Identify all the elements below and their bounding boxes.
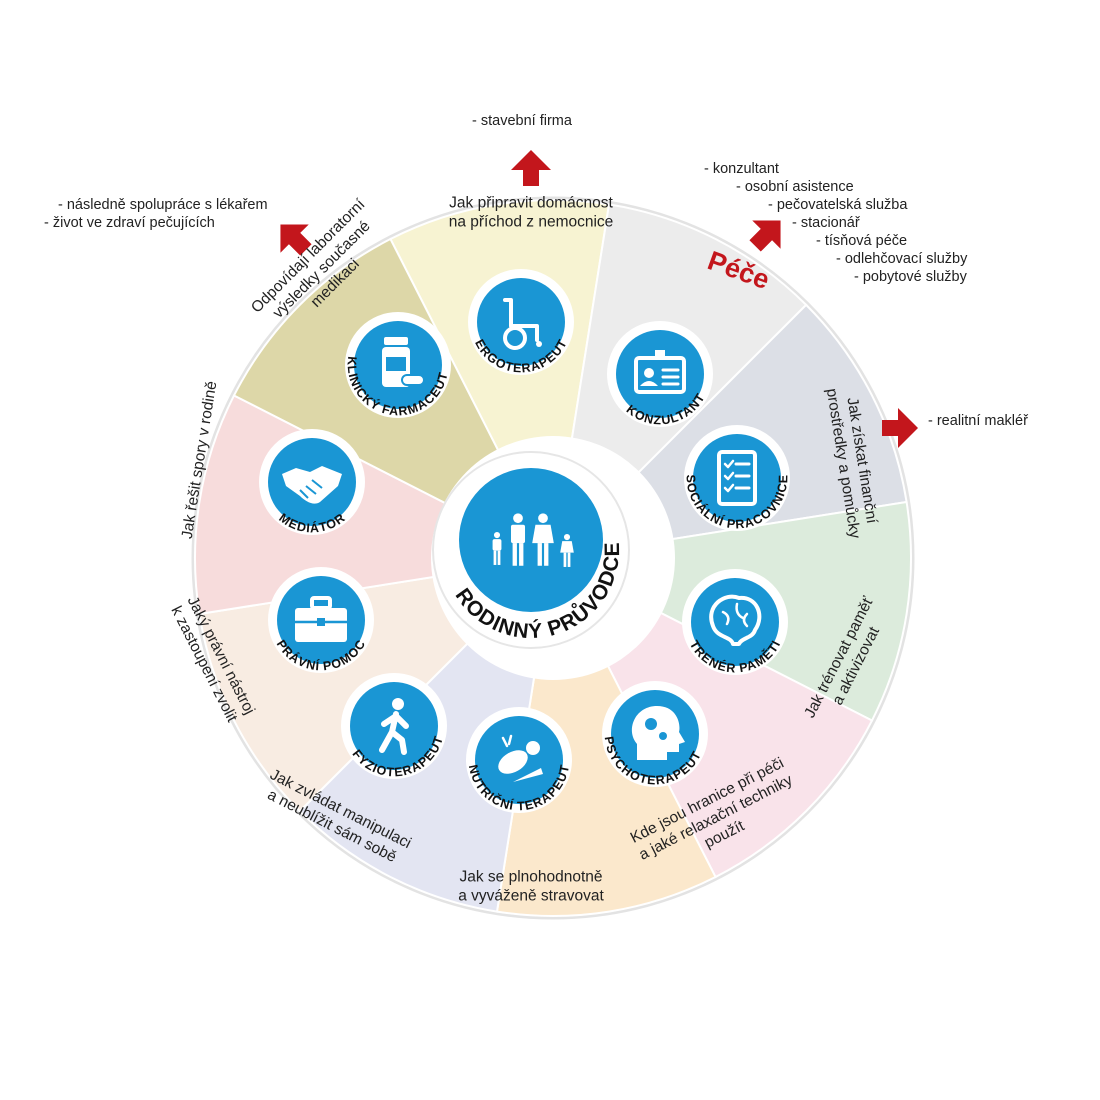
wheel-outer-ring	[191, 196, 915, 920]
external-realitni: - realitní makléř	[928, 412, 1028, 430]
handshake-icon	[282, 466, 342, 504]
question-line: Jak se plnohodnotně	[459, 869, 602, 886]
center-rodinny-pruvodce[interactable]: RODINNÝ PRŮVODCE	[431, 436, 675, 680]
head-gears-icon	[631, 706, 685, 760]
question-line: a vyváženě stravovat	[458, 888, 604, 905]
pece-item: - konzultant	[704, 161, 779, 177]
role-socialni-pracovnice[interactable]: SOCIÁLNÍ PRACOVNICE	[684, 425, 791, 531]
external-pece-list: - konzultant - osobní asistence - pečova…	[704, 160, 967, 286]
briefcase-icon	[295, 596, 347, 642]
arrow-realitni	[882, 408, 918, 448]
center-icon-disc	[459, 468, 603, 612]
role-mediator[interactable]: MEDIÁTOR	[259, 429, 365, 535]
role-pravni-pomoc[interactable]: PRÁVNÍ POMOC	[268, 567, 374, 673]
role-trener-pameti[interactable]: TRENÉR PAMĚTI	[682, 569, 788, 676]
arrow-stavebni	[511, 150, 551, 186]
role-icon-disc	[693, 434, 781, 522]
role-icon-disc	[616, 330, 704, 418]
food-icon	[498, 734, 543, 782]
role-psychoterapeut[interactable]: PSYCHOTERAPEUT	[595, 681, 708, 796]
question-line: Jak připravit domácnost	[449, 195, 613, 212]
role-icon-disc	[691, 578, 779, 666]
lekar-text-2: - život ve zdraví pečujících	[44, 215, 215, 231]
stavebni-firma-text: - stavební firma	[472, 113, 572, 129]
external-stavebni: - stavební firma	[472, 112, 572, 130]
role-icon-disc	[477, 278, 565, 366]
pece-item: - odlehčovací služby	[836, 251, 968, 267]
role-ergoterapeut[interactable]: ERGOTERAPEUT	[468, 269, 574, 375]
question-ergoterapeut: Jak připravit domácnost na příchod z nemo…	[449, 195, 614, 231]
brain-icon	[709, 594, 762, 646]
family-icon	[492, 513, 574, 567]
pece-item: - stacionář	[792, 215, 860, 231]
role-konzultant[interactable]: KONZULTANT	[607, 321, 713, 434]
medicine-bottle-icon	[382, 337, 425, 387]
arrow-pece	[749, 220, 781, 252]
id-card-icon	[634, 350, 686, 394]
wheelchair-icon	[503, 298, 542, 350]
lekar-text-1: - následně spolupráce s lékařem	[58, 197, 268, 213]
pece-item: - pečovatelská služba	[768, 197, 908, 213]
pece-item: - tísňová péče	[816, 233, 908, 249]
checklist-icon	[717, 450, 757, 506]
role-nutricni-terapeut[interactable]: NUTRIČNÍ TERAPEUT	[466, 707, 572, 813]
pece-item: - pobytové služby	[854, 269, 967, 285]
realitni-makler-text: - realitní makléř	[928, 413, 1028, 429]
question-line: na příchod z nemocnice	[449, 214, 614, 231]
question-nutricni-terapeut: Jak se plnohodnotně a vyváženě stravovat	[458, 869, 604, 905]
external-lekar: - následně spolupráce s lékařem - život …	[44, 196, 268, 232]
arrow-lekar	[280, 224, 312, 256]
pece-item: - osobní asistence	[736, 179, 854, 195]
walking-person-icon	[379, 698, 409, 755]
